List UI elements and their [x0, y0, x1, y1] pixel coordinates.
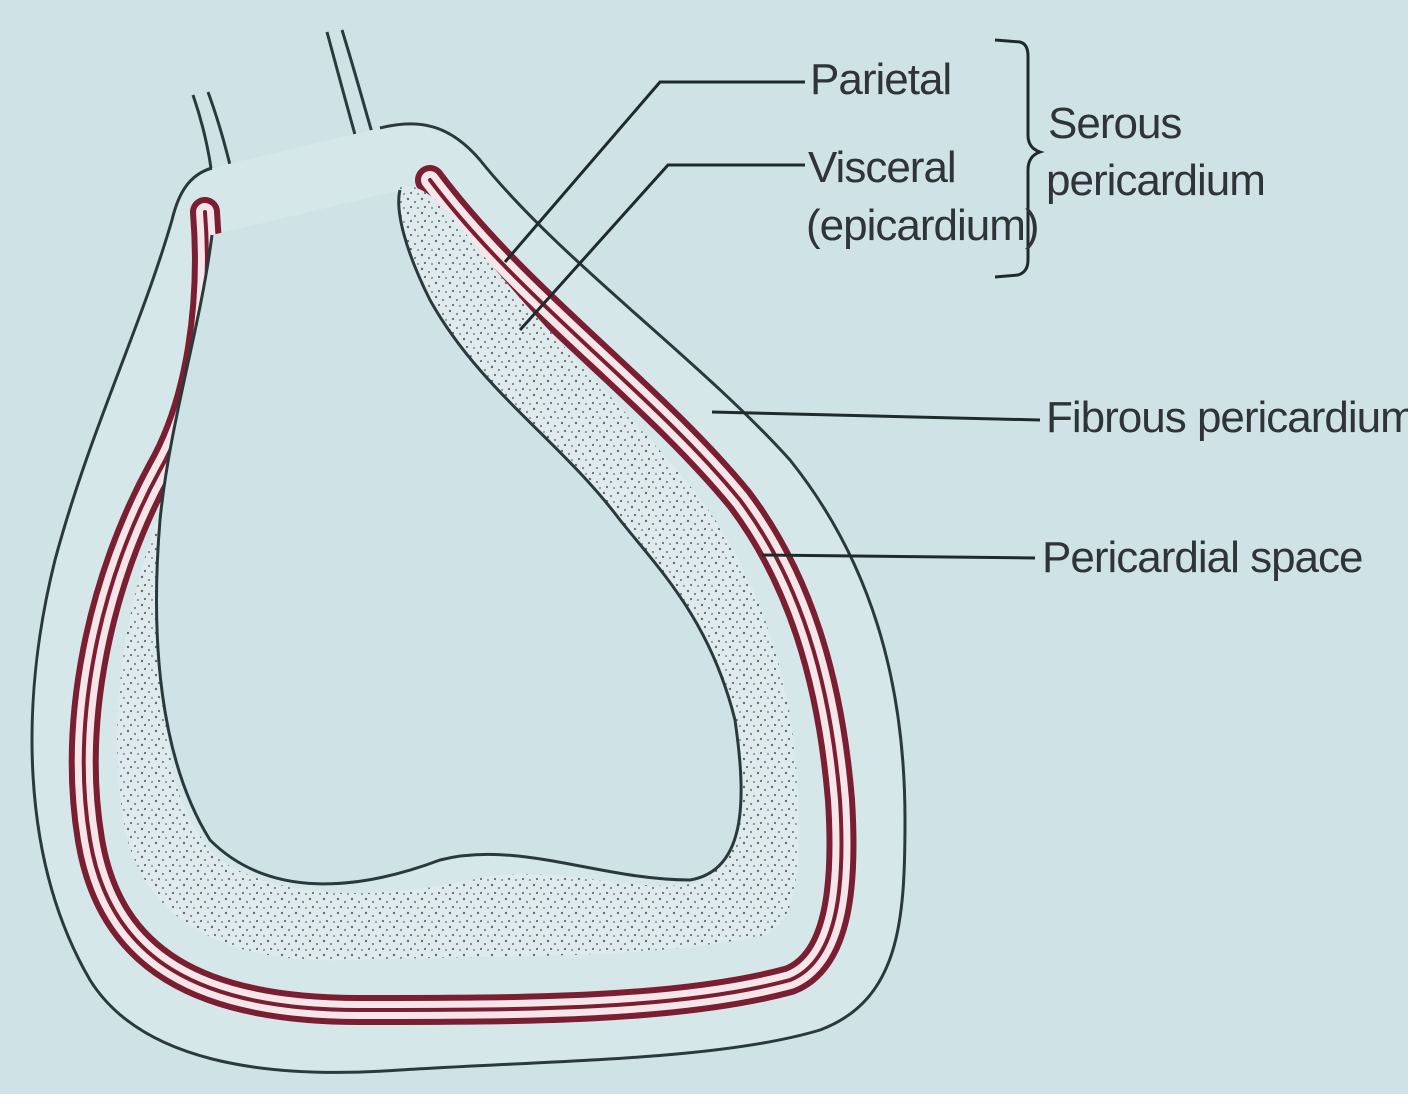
label-serous: Serous — [1048, 99, 1181, 148]
label-fibrous-pericardium: Fibrous pericardium — [1046, 393, 1408, 442]
label-visceral: Visceral — [808, 143, 956, 192]
label-epicardium: (epicardium) — [806, 201, 1039, 250]
label-pericardial-space: Pericardial space — [1042, 533, 1363, 582]
label-parietal: Parietal — [810, 55, 951, 104]
label-serous-pericardium: pericardium — [1046, 156, 1265, 205]
bottom-border — [0, 1094, 1408, 1106]
